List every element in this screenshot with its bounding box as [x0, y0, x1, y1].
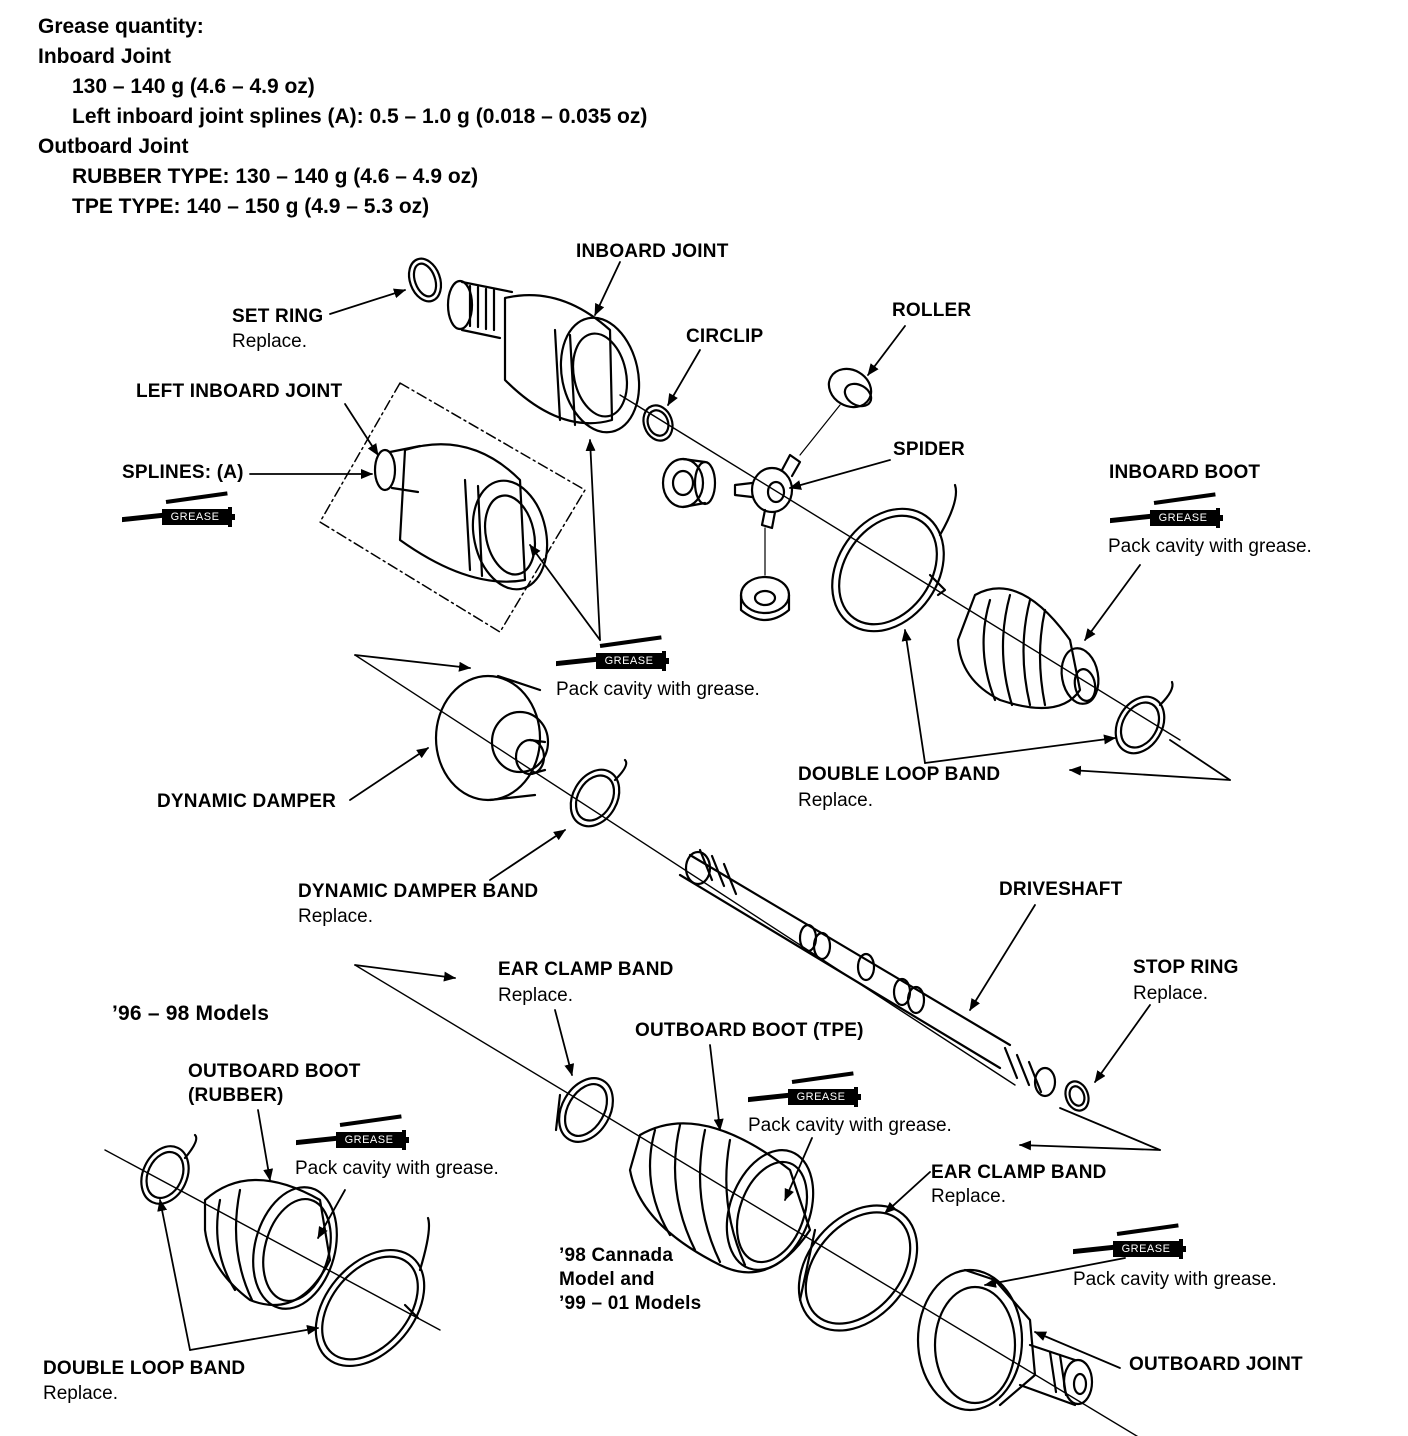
- dynamic-damper-band-part: [569, 758, 628, 828]
- double-loop-band-bottom-label: DOUBLE LOOP BAND: [43, 1358, 246, 1379]
- dynamic-damper-band-label: DYNAMIC DAMPER BAND: [298, 881, 539, 902]
- canada-models-label-1: ’98 Cannada: [559, 1245, 674, 1266]
- dynamic-damper-band-note: Replace.: [298, 906, 373, 927]
- dynamic-damper-part: [434, 674, 550, 802]
- inboard-joint-label: INBOARD JOINT: [576, 241, 729, 262]
- outboard-boot-rubber-type-label: (RUBBER): [188, 1085, 284, 1106]
- outboard-joint-heading: Outboard Joint: [38, 135, 189, 158]
- double-loop-band-top-note: Replace.: [798, 790, 873, 811]
- double-loop-band-rubber-small-part: [140, 1133, 198, 1205]
- double-loop-band-top-part: [831, 483, 958, 633]
- set-ring-note: Replace.: [232, 331, 307, 352]
- grease-icon-text: GREASE: [170, 511, 220, 523]
- roller-part-bottom: [739, 575, 791, 622]
- rubber-type-quantity: RUBBER TYPE: 130 – 140 g (4.6 – 4.9 oz): [72, 165, 479, 188]
- grease-gun-icon: GREASE: [1073, 1223, 1191, 1260]
- ear-clamp-band-bottom-part: [797, 1204, 919, 1332]
- circlip-label: CIRCLIP: [686, 326, 764, 347]
- left-inboard-joint-label: LEFT INBOARD JOINT: [136, 381, 343, 402]
- inboard-boot-note: Pack cavity with grease.: [1108, 536, 1312, 557]
- outboard-boot-tpe-label: OUTBOARD BOOT (TPE): [635, 1020, 864, 1041]
- grease-gun-icon: GREASE: [1110, 492, 1228, 529]
- dynamic-damper-label: DYNAMIC DAMPER: [157, 791, 337, 812]
- left-inboard-splines-quantity: Left inboard joint splines (A): 0.5 – 1.…: [72, 105, 648, 128]
- ear-clamp-band-top-label: EAR CLAMP BAND: [498, 959, 674, 980]
- grease-gun-icon: GREASE: [556, 635, 674, 672]
- driveshaft-part: [678, 848, 1057, 1098]
- inboard-boot-part: [956, 587, 1100, 710]
- stop-ring-label: STOP RING: [1133, 957, 1239, 978]
- roller-part-top: [827, 367, 873, 409]
- set-ring-label: SET RING: [232, 306, 324, 327]
- grease-quantity-title: Grease quantity:: [38, 15, 204, 38]
- grease-icon-text: GREASE: [344, 1134, 394, 1146]
- splines-label: SPLINES: (A): [122, 462, 244, 483]
- grease-gun-icon: GREASE: [122, 491, 240, 528]
- inboard-joint-part: [446, 279, 641, 434]
- models-96-98-label: ’96 – 98 Models: [112, 1002, 270, 1025]
- leader-arrows: [157, 261, 1231, 1369]
- canada-models-label-3: ’99 – 01 Models: [559, 1293, 702, 1314]
- double-loop-band-bottom-note: Replace.: [43, 1383, 118, 1404]
- grease-icon-text: GREASE: [604, 655, 654, 667]
- inboard-joint-heading: Inboard Joint: [38, 45, 171, 68]
- driveshaft-label: DRIVESHAFT: [999, 879, 1123, 900]
- canada-models-label-2: Model and: [559, 1269, 655, 1290]
- outboard-boot-rubber-label: OUTBOARD BOOT: [188, 1061, 361, 1082]
- spider-part: [733, 404, 841, 576]
- outboard-boot-rubber-part: [203, 1178, 338, 1310]
- grease-icon-text: GREASE: [796, 1091, 846, 1103]
- outboard-boot-rubber-grease-note: Pack cavity with grease.: [295, 1158, 499, 1179]
- outboard-joint-label: OUTBOARD JOINT: [1129, 1354, 1303, 1375]
- ear-clamp-band-top-note: Replace.: [498, 985, 573, 1006]
- inboard-joint-grease-note: Pack cavity with grease.: [556, 679, 760, 700]
- grease-gun-icon: GREASE: [748, 1071, 866, 1108]
- stop-ring-note: Replace.: [1133, 983, 1208, 1004]
- circlip-part: [642, 404, 674, 442]
- double-loop-band-top-label: DOUBLE LOOP BAND: [798, 764, 1001, 785]
- outboard-boot-tpe-part: [628, 1122, 815, 1274]
- grease-icon-text: GREASE: [1121, 1243, 1171, 1255]
- grease-gun-icon: GREASE: [296, 1114, 414, 1151]
- ear-clamp-band-top-part: [554, 1077, 614, 1143]
- outboard-joint-part: [916, 1268, 1094, 1412]
- grease-icon-text: GREASE: [1158, 512, 1208, 524]
- left-inboard-joint-part: [319, 382, 586, 633]
- roller-label: ROLLER: [892, 300, 972, 321]
- tpe-type-quantity: TPE TYPE: 140 – 150 g (4.9 – 5.3 oz): [72, 195, 430, 218]
- roller-part-left: [661, 457, 717, 509]
- ear-clamp-band-bottom-note: Replace.: [931, 1186, 1006, 1207]
- inboard-boot-label: INBOARD BOOT: [1109, 462, 1261, 483]
- ear-clamp-band-bottom-label: EAR CLAMP BAND: [931, 1162, 1107, 1183]
- double-loop-band-small-part: [1114, 680, 1174, 755]
- stop-ring-part: [1064, 1080, 1090, 1112]
- outboard-boot-tpe-grease-note: Pack cavity with grease.: [748, 1115, 952, 1136]
- outboard-joint-grease-note: Pack cavity with grease.: [1073, 1269, 1277, 1290]
- spider-label: SPIDER: [893, 439, 965, 460]
- set-ring-part: [407, 257, 443, 303]
- inboard-joint-quantity: 130 – 140 g (4.6 – 4.9 oz): [72, 75, 315, 98]
- double-loop-band-rubber-large-part: [314, 1216, 431, 1368]
